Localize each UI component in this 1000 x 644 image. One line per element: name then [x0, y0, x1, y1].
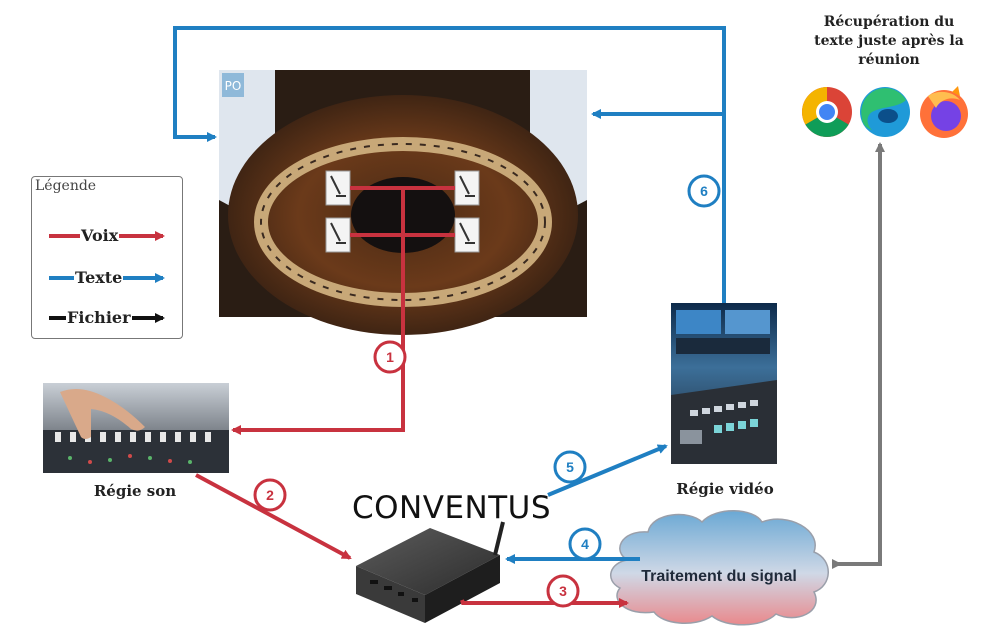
conference-room-photo: PO: [219, 70, 587, 335]
browsers-caption-line: texte juste après la: [814, 33, 964, 49]
legend-label-voice: Voix: [80, 226, 120, 245]
browsers-caption-line: réunion: [858, 52, 920, 68]
po-badge: PO: [225, 79, 242, 93]
flow-arrow-5: [547, 444, 668, 497]
signal-processing-cloud: [610, 510, 829, 626]
signal-processing-label: Traitement du signal: [641, 568, 797, 585]
sound-control-label: Régie son: [93, 482, 177, 500]
svg-text:4: 4: [581, 536, 589, 552]
svg-text:6: 6: [700, 183, 708, 199]
svg-text:1: 1: [386, 349, 394, 365]
step-badge-2: 2: [253, 478, 287, 512]
step-badge-3: 3: [546, 574, 580, 608]
step-badge-5: 5: [553, 450, 587, 484]
po-badge-icon: [222, 73, 244, 97]
svg-text:2: 2: [266, 487, 274, 503]
sound-control-photo: [43, 383, 229, 473]
flow-arrow-6-top: [173, 26, 726, 303]
flow-arrow-1: [231, 235, 405, 435]
step-badge-1: 1: [373, 340, 407, 374]
svg-text:3: 3: [559, 583, 567, 599]
legend-label-text: Texte: [74, 268, 124, 287]
video-control-photo: [671, 303, 777, 464]
video-control-label: Régie vidéo: [676, 480, 774, 498]
legend: Légende Voix Texte Fichier: [31, 176, 183, 339]
browsers-caption-line: Récupération du: [823, 14, 955, 30]
microphone-icon: [325, 170, 351, 206]
svg-text:5: 5: [566, 459, 574, 475]
conventus-label: CONVENTUS: [352, 490, 552, 526]
file-arrow: [832, 142, 885, 566]
step-badge-4: 4: [568, 527, 602, 561]
firefox-icon: [920, 86, 968, 138]
legend-label-file: Fichier: [66, 308, 132, 327]
browsers-caption: Récupération du texte juste après la réu…: [800, 13, 978, 70]
microphone-icon: [454, 170, 480, 206]
legend-title: Légende: [35, 178, 97, 194]
flow-arrow-3: [460, 598, 629, 608]
step-badge-6: 6: [687, 174, 721, 208]
conventus-box-icon: [356, 521, 505, 623]
edge-icon: [860, 87, 910, 137]
microphone-icon: [325, 217, 351, 253]
flow-arrow-2: [195, 473, 352, 560]
microphone-icon: [454, 217, 480, 253]
chrome-icon: [802, 87, 852, 137]
